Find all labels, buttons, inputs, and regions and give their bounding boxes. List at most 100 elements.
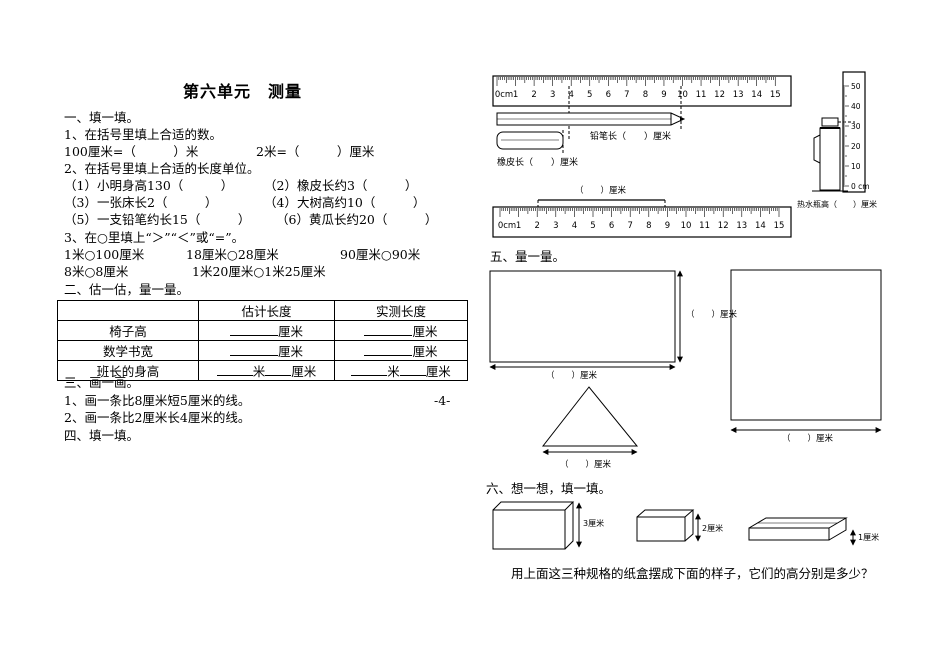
unit-label: 厘米 — [277, 344, 303, 359]
q3-item-4: 8米○8厘米 — [64, 264, 129, 279]
q3-item-1: 1米○100厘米 — [64, 247, 145, 262]
ruler-label: 4 — [568, 90, 573, 100]
q2-item-4: （4）大树高约10（ ） — [264, 195, 426, 210]
ruler-label: 1 — [513, 90, 518, 100]
ruler-label: 7 — [627, 221, 632, 231]
table-item: 班长的身高 — [57, 360, 199, 381]
eraser-length-label: 橡皮长（ ）厘米 — [497, 156, 578, 168]
question-1: 1、在括号里填上合适的数。 — [64, 127, 222, 142]
q3-item-5: 1米20厘米○1米25厘米 — [192, 264, 326, 279]
section-3-q2: 2、画一条比2厘米长4厘米的线。 — [64, 410, 251, 425]
pencil-length-label: 铅笔长（ ）厘米 — [590, 130, 671, 142]
page-number: -4- — [434, 393, 451, 408]
box-medium-icon — [636, 509, 695, 542]
ruler-label: 13 — [736, 221, 747, 231]
ruler-label: 30 — [851, 122, 861, 131]
pencil-icon — [496, 112, 686, 126]
ruler-labels: 0 cm 10 20 30 40 50 — [851, 82, 870, 191]
question-1-item-a: 100厘米=（ ）米 — [64, 144, 199, 159]
ruler-label: 11 — [696, 90, 707, 100]
ruler-label: 10 — [677, 90, 688, 100]
ruler-label: 20 — [851, 142, 861, 151]
ruler-label: 40 — [851, 102, 861, 111]
q2-item-1: （1）小明身高130（ ） — [64, 178, 234, 193]
q2-item-5: （5）一支铅笔约长15（ ） — [64, 212, 251, 227]
question-3: 3、在○里填上“＞”“＜”或“=”。 — [64, 230, 245, 245]
q2-item-6: （6）黄瓜长约20（ ） — [276, 212, 438, 227]
table-row: 班长的身高 米厘米 米厘米 — [57, 360, 468, 381]
ruler-label: 3 — [550, 90, 555, 100]
ruler-label: 14 — [751, 90, 762, 100]
ruler-label: 1 — [516, 221, 521, 231]
section-3-q1: 1、画一条比8厘米短5厘米的线。 — [64, 393, 251, 408]
ruler-label: 10 — [851, 162, 861, 171]
ruler-ticks — [843, 85, 849, 187]
ruler-label: 6 — [606, 90, 611, 100]
thermos-height-label: 热水瓶高（ ）厘米 — [797, 199, 877, 209]
question-2: 2、在括号里填上合适的长度单位。 — [64, 161, 260, 176]
ruler-label: 0 cm — [851, 182, 870, 191]
section-2-heading: 二、估一估，量一量。 — [64, 282, 190, 297]
ruler-label: 12 — [714, 90, 725, 100]
unit-label: 米 — [252, 364, 266, 379]
ruler-label: 7 — [624, 90, 629, 100]
ruler-label: 8 — [646, 221, 651, 231]
unit-label: 厘米 — [425, 364, 451, 379]
ruler-label: 50 — [851, 82, 861, 91]
ruler-label: 11 — [699, 221, 710, 231]
eraser-icon — [496, 131, 564, 150]
ruler-label: 8 — [643, 90, 648, 100]
table-header-cell: 估计长度 — [198, 300, 335, 321]
ruler-label: 2 — [531, 90, 536, 100]
question-1-item-b: 2米=（ ）厘米 — [256, 144, 375, 159]
ruler-label: 9 — [665, 221, 670, 231]
section-3-heading: 三、画一画。 — [64, 375, 140, 390]
section-5-heading: 五、量一量。 — [490, 249, 566, 264]
square-shape — [730, 269, 882, 421]
table-header-row: 估计长度 实测长度 — [57, 300, 468, 321]
ruler-ticks — [499, 208, 780, 217]
square-width-label: （ ）厘米 — [782, 433, 834, 444]
triangle-base-label: （ ）厘米 — [560, 459, 612, 470]
ruler-label: 15 — [770, 90, 781, 100]
line-length-label: （ ）厘米 — [575, 185, 627, 196]
ruler-ticks — [496, 77, 776, 86]
final-question: 用上面这三种规格的纸盒摆成下面的样子，它们的高分别是多少？ — [511, 566, 874, 581]
ruler-label: 2 — [534, 221, 539, 231]
ruler-label: 5 — [587, 90, 592, 100]
rect-width-label: （ ）厘米 — [546, 370, 598, 381]
section-6-heading: 六、想一想，填一填。 — [486, 481, 612, 496]
box-tall-icon — [492, 501, 575, 550]
answer-cell[interactable]: 米 厘米 — [198, 360, 335, 381]
q2-item-2: （2）橡皮长约3（ ） — [264, 178, 418, 193]
unit-label: 厘米 — [291, 364, 317, 379]
table-row: 数学书宽 厘米 厘米 — [57, 340, 468, 361]
ruler-label: 14 — [755, 221, 766, 231]
page-title: 第六单元 测量 — [183, 82, 303, 101]
unit-label: 厘米 — [412, 324, 438, 339]
vertical-ruler: 0 cm 10 20 30 40 50 — [842, 71, 870, 193]
triangle-shape — [541, 386, 639, 447]
ruler-label: 10 — [681, 221, 692, 231]
section-1-heading: 一、填一填。 — [64, 110, 140, 125]
thermos-icon — [812, 117, 848, 192]
estimate-table: 估计长度 实测长度 椅子高 厘米 厘米 数学书宽 厘米 厘米 班长的身高 米厘米… — [57, 300, 468, 381]
ruler-label: 3 — [553, 221, 558, 231]
ruler-label: 5 — [590, 221, 595, 231]
q3-item-3: 90厘米○90米 — [340, 247, 421, 262]
ruler-label: 15 — [774, 221, 785, 231]
box-flat-icon — [748, 517, 848, 541]
rectangle-shape — [489, 270, 676, 363]
ruler-label: 9 — [661, 90, 666, 100]
answer-cell[interactable]: 米厘米 — [334, 360, 468, 381]
ruler-label: 4 — [572, 221, 577, 231]
box-tall-label: 3厘米 — [583, 518, 604, 528]
rect-height-label: （ ）厘米 — [686, 309, 738, 320]
ruler-label: 0cm — [498, 221, 516, 231]
section-4-heading: 四、填一填。 — [64, 428, 140, 443]
unit-label: 厘米 — [277, 324, 303, 339]
